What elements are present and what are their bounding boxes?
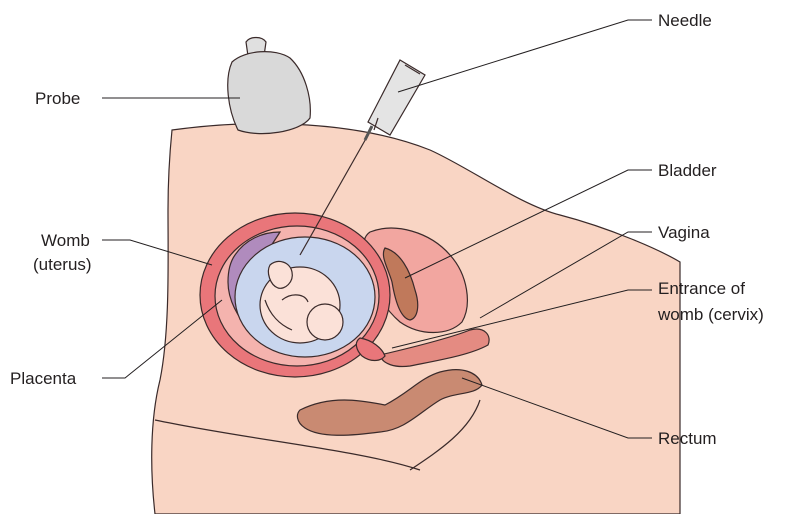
- label-needle: Needle: [658, 11, 712, 30]
- label-womb-line2: (uterus): [33, 255, 92, 274]
- label-rectum: Rectum: [658, 429, 717, 448]
- label-placenta: Placenta: [10, 369, 77, 388]
- ultrasound-probe: [228, 38, 311, 134]
- label-cervix-line1: Entrance of: [658, 279, 745, 298]
- label-womb-line1: Womb: [41, 231, 90, 250]
- leader-needle: [398, 20, 652, 92]
- label-vagina: Vagina: [658, 223, 710, 242]
- label-cervix-line2: womb (cervix): [657, 305, 764, 324]
- label-probe: Probe: [35, 89, 80, 108]
- label-bladder: Bladder: [658, 161, 717, 180]
